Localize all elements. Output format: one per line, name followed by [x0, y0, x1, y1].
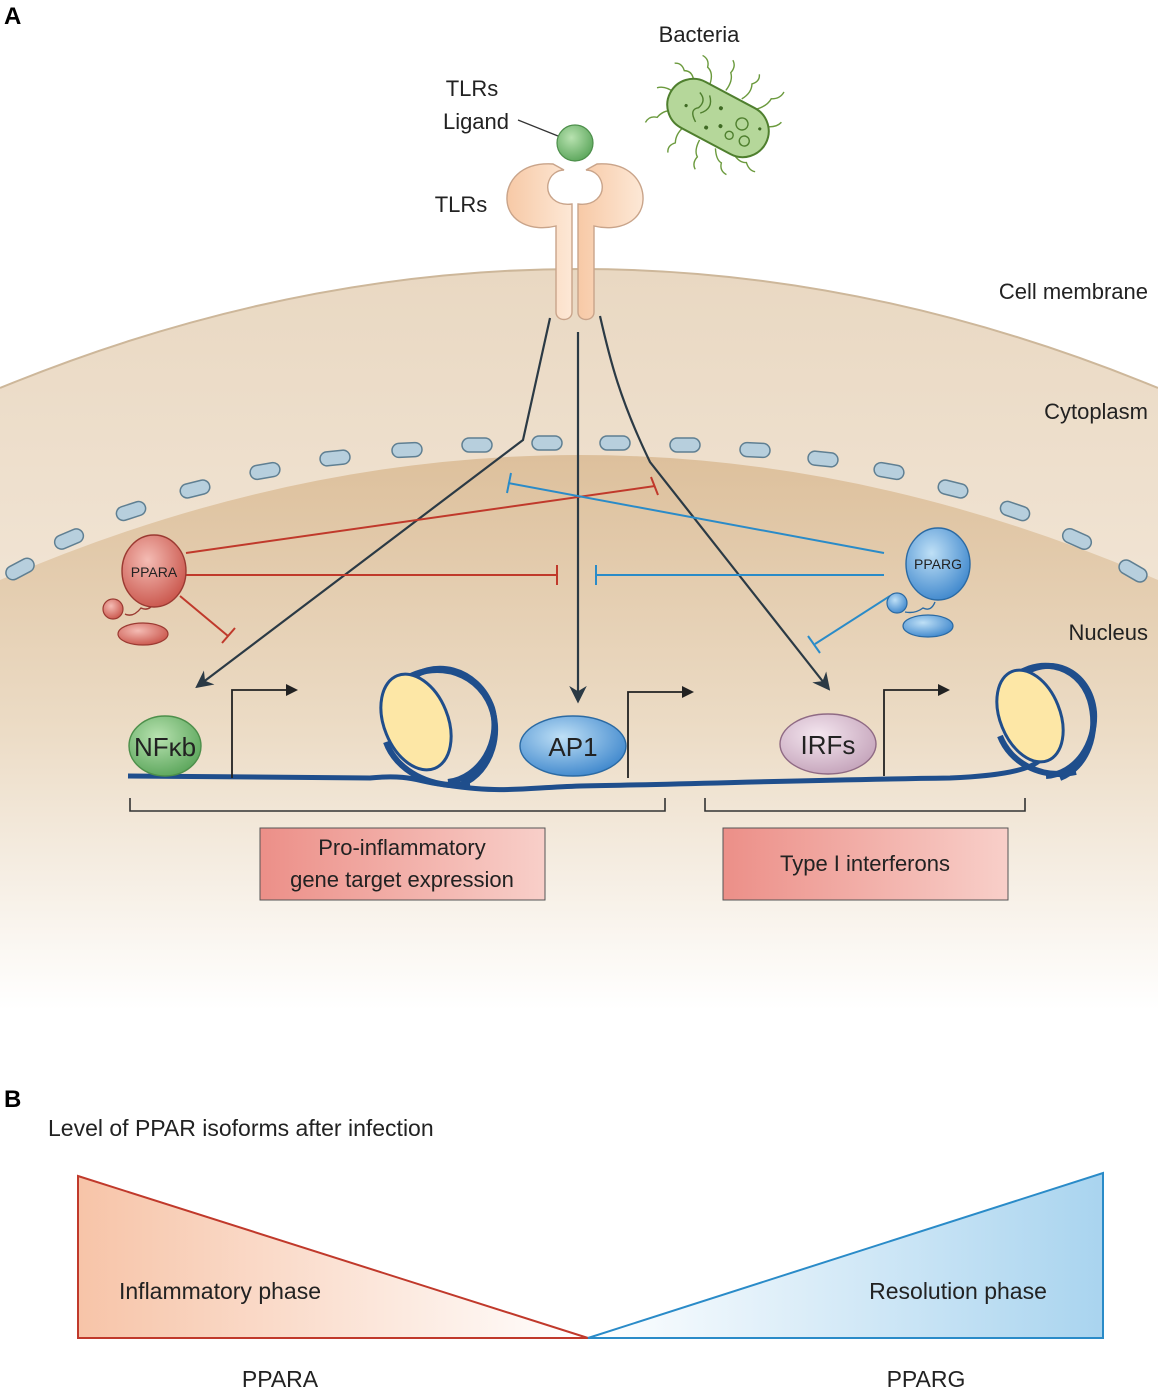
pparg-level-triangle: [587, 1171, 1104, 1339]
resolution-phase-label: Resolution phase: [869, 1278, 1047, 1304]
ppara-isoform-label: PPARA: [242, 1366, 319, 1390]
pro-inflammatory-line1: Pro-inflammatory: [318, 835, 485, 860]
ppara-label: PPARA: [131, 564, 178, 580]
pparg-molecule: PPARG: [886, 527, 971, 638]
transcription-arrowheads: [286, 684, 950, 698]
transcription-start-arrows: [231, 689, 942, 778]
panel-b-label: B: [4, 1086, 21, 1113]
ppara-inhibition-lines: [179, 476, 659, 644]
nfkb-label: NFκb: [134, 732, 196, 762]
inflammatory-phase-label: Inflammatory phase: [119, 1278, 321, 1304]
nfkb-factor: NFκb: [128, 715, 202, 777]
nucleosome-left: [379, 665, 499, 789]
ap1-label: AP1: [548, 732, 597, 762]
arrow-to-irfs: [598, 315, 831, 691]
irfs-label: IRFs: [801, 730, 856, 760]
signaling-arrows: [195, 315, 831, 704]
ppara-molecule: PPARA: [102, 534, 187, 646]
pparg-isoform-label: PPARG: [887, 1366, 966, 1390]
ligand-leader-line: [517, 119, 559, 137]
pparg-inhibition-lines: [506, 472, 891, 654]
tlr-ligand: [556, 124, 594, 162]
ligand-label-line1: TLRs: [446, 76, 499, 101]
arrow-to-nfkb: [195, 317, 552, 689]
nucleosome-right: [995, 662, 1098, 781]
tlr-receptor: [506, 163, 644, 321]
ligand-label-line2: Ligand: [443, 109, 509, 134]
ppara-level-triangle: [77, 1174, 589, 1339]
tlr-label: TLRs: [435, 192, 488, 217]
panel-b-title: Level of PPAR isoforms after infection: [48, 1115, 434, 1141]
gene-brackets: [129, 798, 1026, 812]
nucleus-label: Nucleus: [1069, 620, 1148, 645]
cell-membrane-label: Cell membrane: [999, 279, 1148, 304]
type-i-interferons-box: Type I interferons: [722, 827, 1009, 901]
cytoplasm-label: Cytoplasm: [1044, 399, 1148, 424]
pro-inflammatory-box: Pro-inflammatory gene target expression: [259, 827, 546, 901]
bacteria-label: Bacteria: [659, 22, 740, 47]
pparg-label: PPARG: [914, 556, 962, 572]
panel-a-label: A: [4, 3, 21, 30]
pro-inflammatory-line2: gene target expression: [290, 867, 514, 892]
type-i-interferons-label: Type I interferons: [780, 851, 950, 876]
bacteria-icon: [644, 54, 785, 176]
irfs-factor: IRFs: [779, 713, 877, 775]
nuclear-envelope: [5, 435, 1148, 583]
ap1-factor: AP1: [519, 715, 627, 777]
